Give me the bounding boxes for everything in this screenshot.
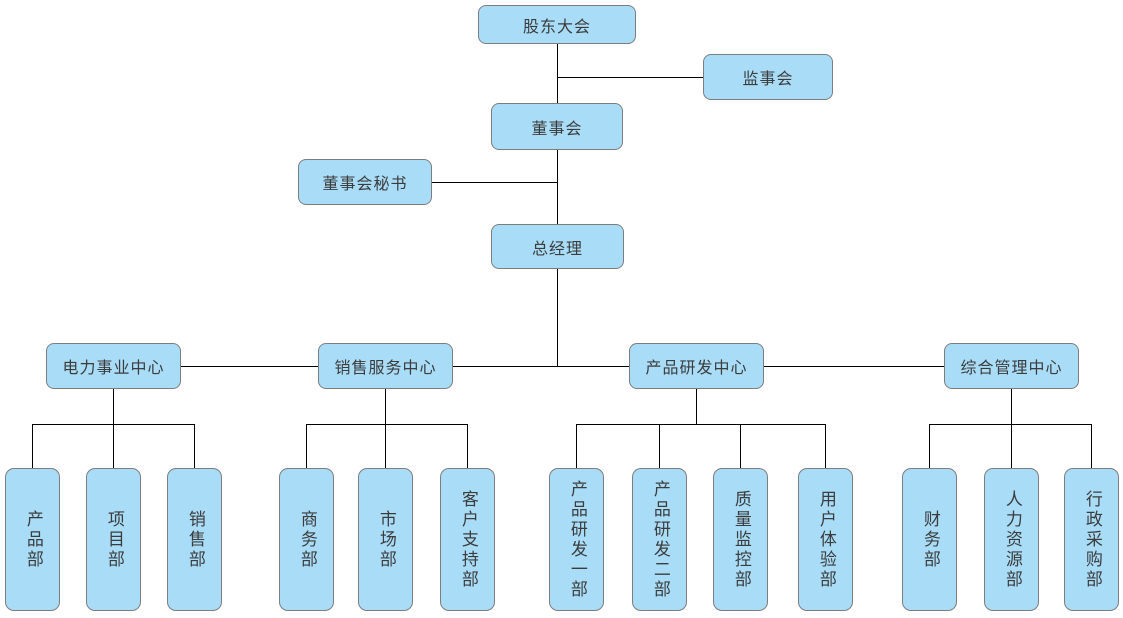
connector-stub-finance bbox=[929, 424, 930, 468]
node-general-admin-center[interactable]: 综合管理中心 bbox=[944, 343, 1079, 389]
node-rd-dept-1[interactable]: 产品研发一部 bbox=[549, 468, 604, 611]
connector-rd-bar bbox=[576, 424, 826, 425]
node-board-of-directors[interactable]: 董事会 bbox=[491, 103, 623, 150]
node-product-dept[interactable]: 产品部 bbox=[5, 468, 60, 611]
connector-rd-down bbox=[696, 389, 697, 424]
node-sales-dept[interactable]: 销售部 bbox=[167, 468, 222, 611]
connector-admin-bar bbox=[929, 424, 1092, 425]
connector-stub-business bbox=[306, 424, 307, 468]
node-quality-control-dept[interactable]: 质量监控部 bbox=[713, 468, 768, 611]
connector-stub-rd1 bbox=[576, 424, 577, 468]
connector-admin-down bbox=[1011, 389, 1012, 424]
node-hr-dept[interactable]: 人力资源部 bbox=[984, 468, 1039, 611]
connector-stub-hr bbox=[1011, 424, 1012, 468]
connector-centers-row bbox=[113, 366, 1012, 367]
node-board-secretary[interactable]: 董事会秘书 bbox=[298, 159, 432, 205]
connector-board-gm bbox=[557, 150, 558, 224]
node-user-experience-dept[interactable]: 用户体验部 bbox=[798, 468, 853, 611]
connector-stub-sales-dept bbox=[194, 424, 195, 468]
node-product-rd-center[interactable]: 产品研发中心 bbox=[629, 343, 764, 389]
node-power-business-center[interactable]: 电力事业中心 bbox=[46, 343, 181, 389]
connector-supervisory bbox=[557, 77, 703, 78]
connector-power-down bbox=[113, 389, 114, 424]
connector-stub-ux bbox=[825, 424, 826, 468]
node-project-dept[interactable]: 项目部 bbox=[86, 468, 141, 611]
connector-stub-quality bbox=[740, 424, 741, 468]
connector-stub-rd2 bbox=[659, 424, 660, 468]
node-finance-dept[interactable]: 财务部 bbox=[902, 468, 957, 611]
connector-stub-admin-procurement bbox=[1091, 424, 1092, 468]
node-customer-support-dept[interactable]: 客户支持部 bbox=[440, 468, 495, 611]
connector-stub-product bbox=[32, 424, 33, 468]
connector-sales-down bbox=[385, 389, 386, 424]
connector-stub-customer-support bbox=[467, 424, 468, 468]
node-general-manager[interactable]: 总经理 bbox=[491, 224, 624, 269]
node-admin-procurement-dept[interactable]: 行政采购部 bbox=[1064, 468, 1119, 611]
connector-stub-market bbox=[385, 424, 386, 468]
node-supervisory-board[interactable]: 监事会 bbox=[703, 54, 833, 100]
connector-shareholders-board bbox=[557, 44, 558, 103]
node-shareholders-meeting[interactable]: 股东大会 bbox=[478, 5, 636, 44]
node-sales-service-center[interactable]: 销售服务中心 bbox=[318, 343, 453, 389]
connector-board-secretary bbox=[432, 182, 557, 183]
connector-stub-project bbox=[113, 424, 114, 468]
node-market-dept[interactable]: 市场部 bbox=[358, 468, 413, 611]
node-business-dept[interactable]: 商务部 bbox=[279, 468, 334, 611]
connector-sales-bar bbox=[306, 424, 468, 425]
node-rd-dept-2[interactable]: 产品研发二部 bbox=[632, 468, 687, 611]
connector-gm-centers bbox=[557, 269, 558, 366]
